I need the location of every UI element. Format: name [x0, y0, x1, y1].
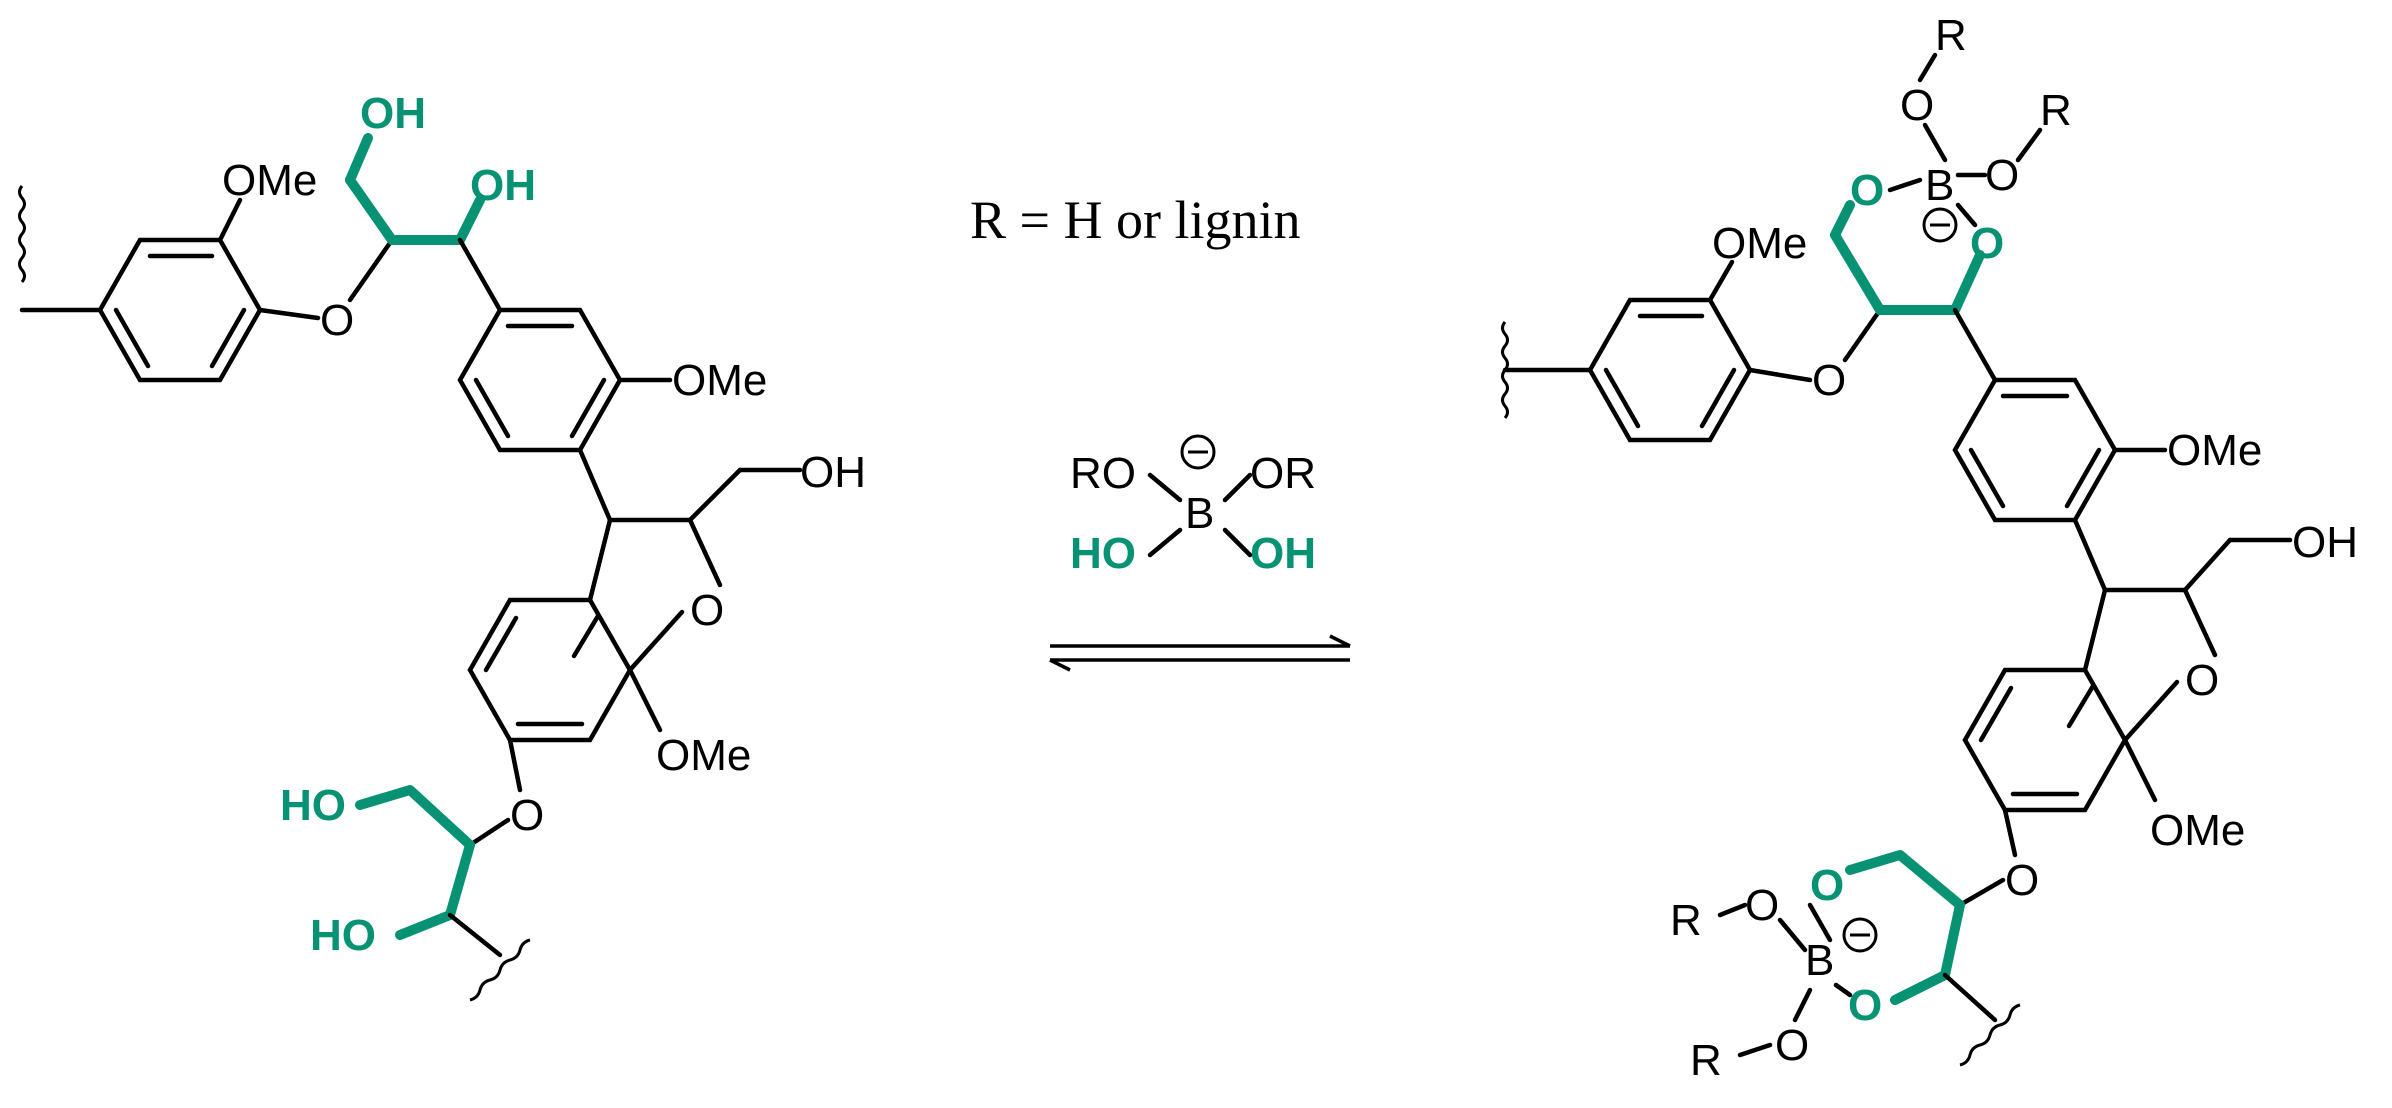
hydroxyl-label-bottom-1: HO	[280, 781, 346, 830]
negative-charge-icon	[1842, 917, 1878, 953]
negative-charge-icon	[1180, 434, 1216, 470]
aromatic-ring-a	[97, 237, 263, 383]
methoxy-label: OMe	[672, 356, 767, 405]
hydroxyl-label-top-2: OH	[470, 161, 536, 210]
hydroxyl-label: OH	[800, 448, 866, 497]
boron-label: B	[1805, 936, 1834, 985]
wavy-bond-bottom	[469, 938, 531, 1002]
reagent-oh-label: OH	[1250, 529, 1316, 578]
ester-oxygen-label: O	[1900, 81, 1934, 130]
ester-oxygen-label: O	[1745, 881, 1779, 930]
methoxy-label: OMe	[2167, 426, 2262, 475]
r-substituent-label: R	[2040, 86, 2072, 135]
methoxy-label: OMe	[2150, 806, 2245, 855]
methoxy-label: OMe	[656, 731, 751, 780]
boronate-oxygen-label: O	[1810, 861, 1844, 910]
reagent-boron-label: B	[1185, 489, 1214, 538]
furan-oxygen-label: O	[2185, 656, 2219, 705]
aromatic-ring-a-product	[1587, 297, 1753, 443]
methoxy-label: OMe	[1712, 219, 1807, 268]
aromatic-ring-b-product	[1952, 377, 2118, 523]
r-definition: R = H or lignin	[970, 190, 1300, 250]
hydroxyl-label-bottom-2: HO	[310, 911, 376, 960]
reagent-ho-label: HO	[1070, 529, 1136, 578]
reactant-molecule: OMe O OH OH OMe O OH	[18, 89, 866, 1002]
reagent-ro-label: RO	[1070, 449, 1136, 498]
aromatic-ring-c	[467, 597, 633, 743]
boronate-oxygen-label: O	[1970, 219, 2004, 268]
reagent-or-label: OR	[1250, 449, 1316, 498]
ester-oxygen-label: O	[1775, 1021, 1809, 1070]
borate-reagent: RO B OR HO OH	[1070, 434, 1316, 578]
equilibrium-arrow	[1049, 634, 1351, 672]
ester-oxygen-label: O	[1985, 151, 2019, 200]
negative-charge-icon	[1922, 207, 1958, 243]
methoxy-label: OMe	[222, 156, 317, 205]
furan-oxygen-label: O	[690, 586, 724, 635]
boronate-oxygen-label: O	[1848, 981, 1882, 1030]
aromatic-ring-b	[457, 307, 623, 453]
r-substituent-label: R	[1690, 1036, 1722, 1085]
ether-oxygen-label-lower: O	[510, 791, 544, 840]
diol-chain-bottom	[355, 785, 475, 940]
r-substituent-label: R	[1935, 11, 1967, 60]
diol-chain-top	[345, 175, 485, 245]
hydroxyl-label: OH	[2292, 518, 2358, 567]
ether-oxygen-label: O	[320, 296, 354, 345]
boron-label: B	[1925, 161, 1954, 210]
boronate-oxygen-label: O	[1850, 166, 1884, 215]
aromatic-ring-c-product	[1962, 667, 2128, 813]
wavy-bond-bottom	[1959, 1003, 2021, 1067]
product-molecule: OMe O O O B O O R R OMe O	[1501, 11, 2358, 1085]
ether-oxygen-label: O	[1812, 356, 1846, 405]
borate-ring-bottom	[1845, 850, 1965, 1005]
wavy-bond-left-ring	[18, 185, 26, 283]
borate-ring-top	[1830, 230, 1985, 315]
hydroxyl-label-top-1: OH	[360, 89, 426, 138]
r-substituent-label: R	[1670, 896, 1702, 945]
ether-oxygen-label-lower: O	[2005, 856, 2039, 905]
